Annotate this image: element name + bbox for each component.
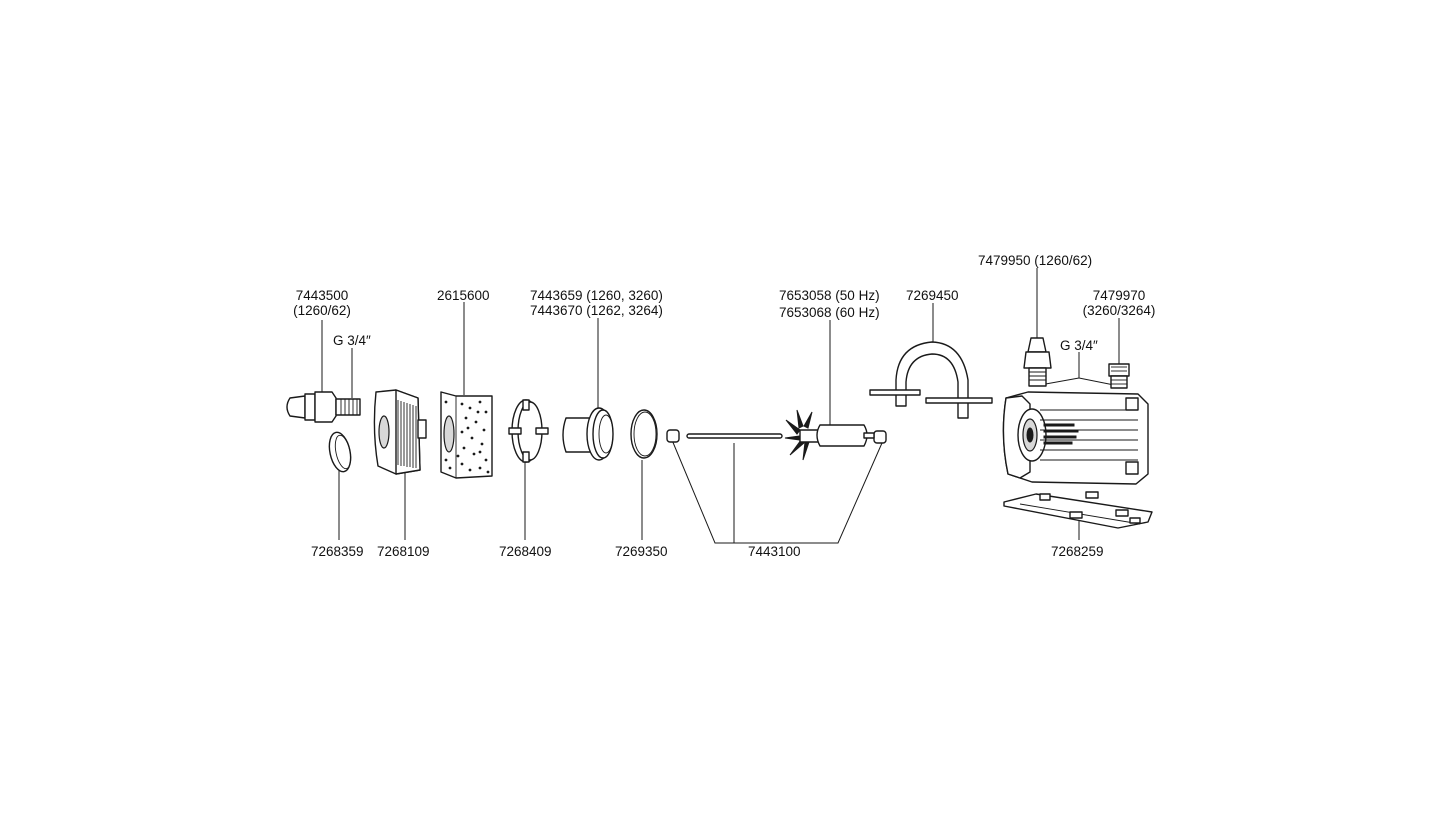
rotor-impeller-7653058 — [784, 409, 875, 461]
mounting-clamp-7269450 — [869, 341, 993, 419]
disc-7268359 — [328, 431, 352, 473]
label-7443500: 7443500 — [295, 288, 349, 303]
label-7268409: 7268409 — [499, 544, 552, 559]
pump-cover-7443659 — [562, 407, 614, 461]
label-7653068: 7653068 (60 Hz) — [779, 305, 880, 320]
label-7268109: 7268109 — [377, 544, 430, 559]
base-plate-7268259 — [1003, 491, 1153, 529]
star-disc-7268409 — [508, 399, 549, 463]
label-7443100: 7443100 — [748, 544, 801, 559]
label-7443670: 7443670 (1262, 3264) — [530, 303, 663, 318]
o-ring-7269350 — [630, 409, 658, 459]
label-2615600: 2615600 — [437, 288, 490, 303]
label-7268359: 7268359 — [311, 544, 364, 559]
label-7443500-note: (1260/62) — [293, 303, 351, 318]
shaft-bearings-7443100 — [666, 429, 887, 444]
label-thread-right: G 3/4″ — [1060, 338, 1098, 353]
pump-motor-housing — [1002, 391, 1149, 485]
label-7443659: 7443659 (1260, 3260) — [530, 288, 663, 303]
foam-filter-2615600 — [440, 391, 493, 479]
label-thread-left: G 3/4″ — [333, 333, 371, 348]
leader-lines — [321, 268, 1120, 544]
label-7269450: 7269450 — [906, 288, 959, 303]
nozzle-7479950 — [1023, 337, 1052, 387]
label-7479970-note: (3260/3264) — [1082, 303, 1156, 318]
label-7268259: 7268259 — [1051, 544, 1104, 559]
adapter-7479970 — [1108, 363, 1130, 389]
label-7479950: 7479950 (1260/62) — [978, 253, 1093, 268]
intake-grille-7268109 — [373, 389, 427, 475]
label-7479970: 7479970 — [1092, 288, 1146, 303]
nozzle-fitting-7443500 — [286, 391, 361, 423]
label-7269350: 7269350 — [615, 544, 668, 559]
label-7653058: 7653058 (50 Hz) — [779, 288, 880, 303]
